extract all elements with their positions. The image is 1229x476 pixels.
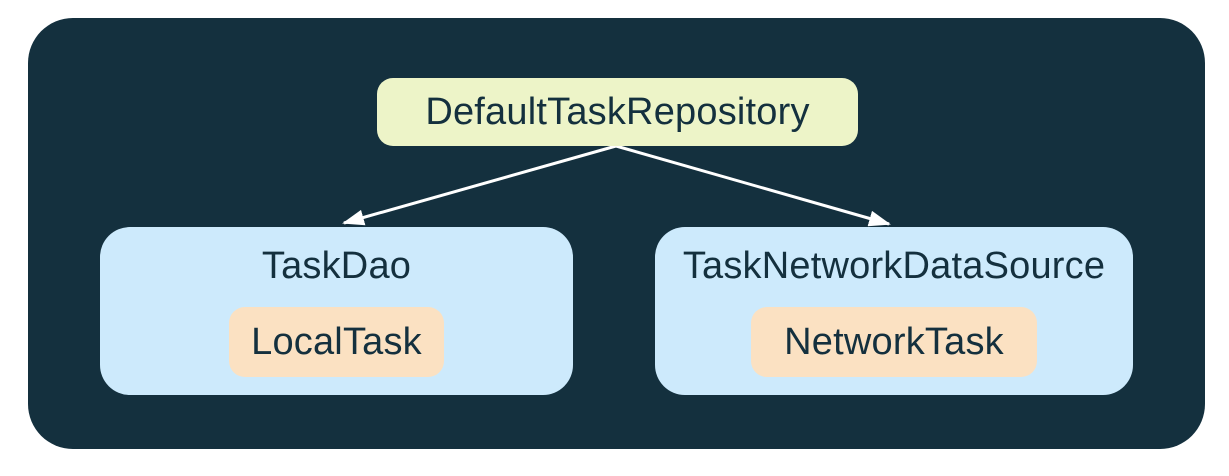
network-datasource-node: TaskNetworkDataSource NetworkTask bbox=[655, 227, 1133, 395]
local-model-node: LocalTask bbox=[229, 307, 444, 377]
local-datasource-node: TaskDao LocalTask bbox=[100, 227, 573, 395]
network-model-node: NetworkTask bbox=[751, 307, 1037, 377]
repository-node: DefaultTaskRepository bbox=[377, 78, 858, 146]
network-datasource-label: TaskNetworkDataSource bbox=[682, 245, 1106, 287]
local-datasource-label: TaskDao bbox=[261, 245, 412, 287]
repository-label: DefaultTaskRepository bbox=[425, 90, 810, 133]
local-model-label: LocalTask bbox=[251, 320, 422, 363]
network-model-label: NetworkTask bbox=[784, 320, 1004, 363]
